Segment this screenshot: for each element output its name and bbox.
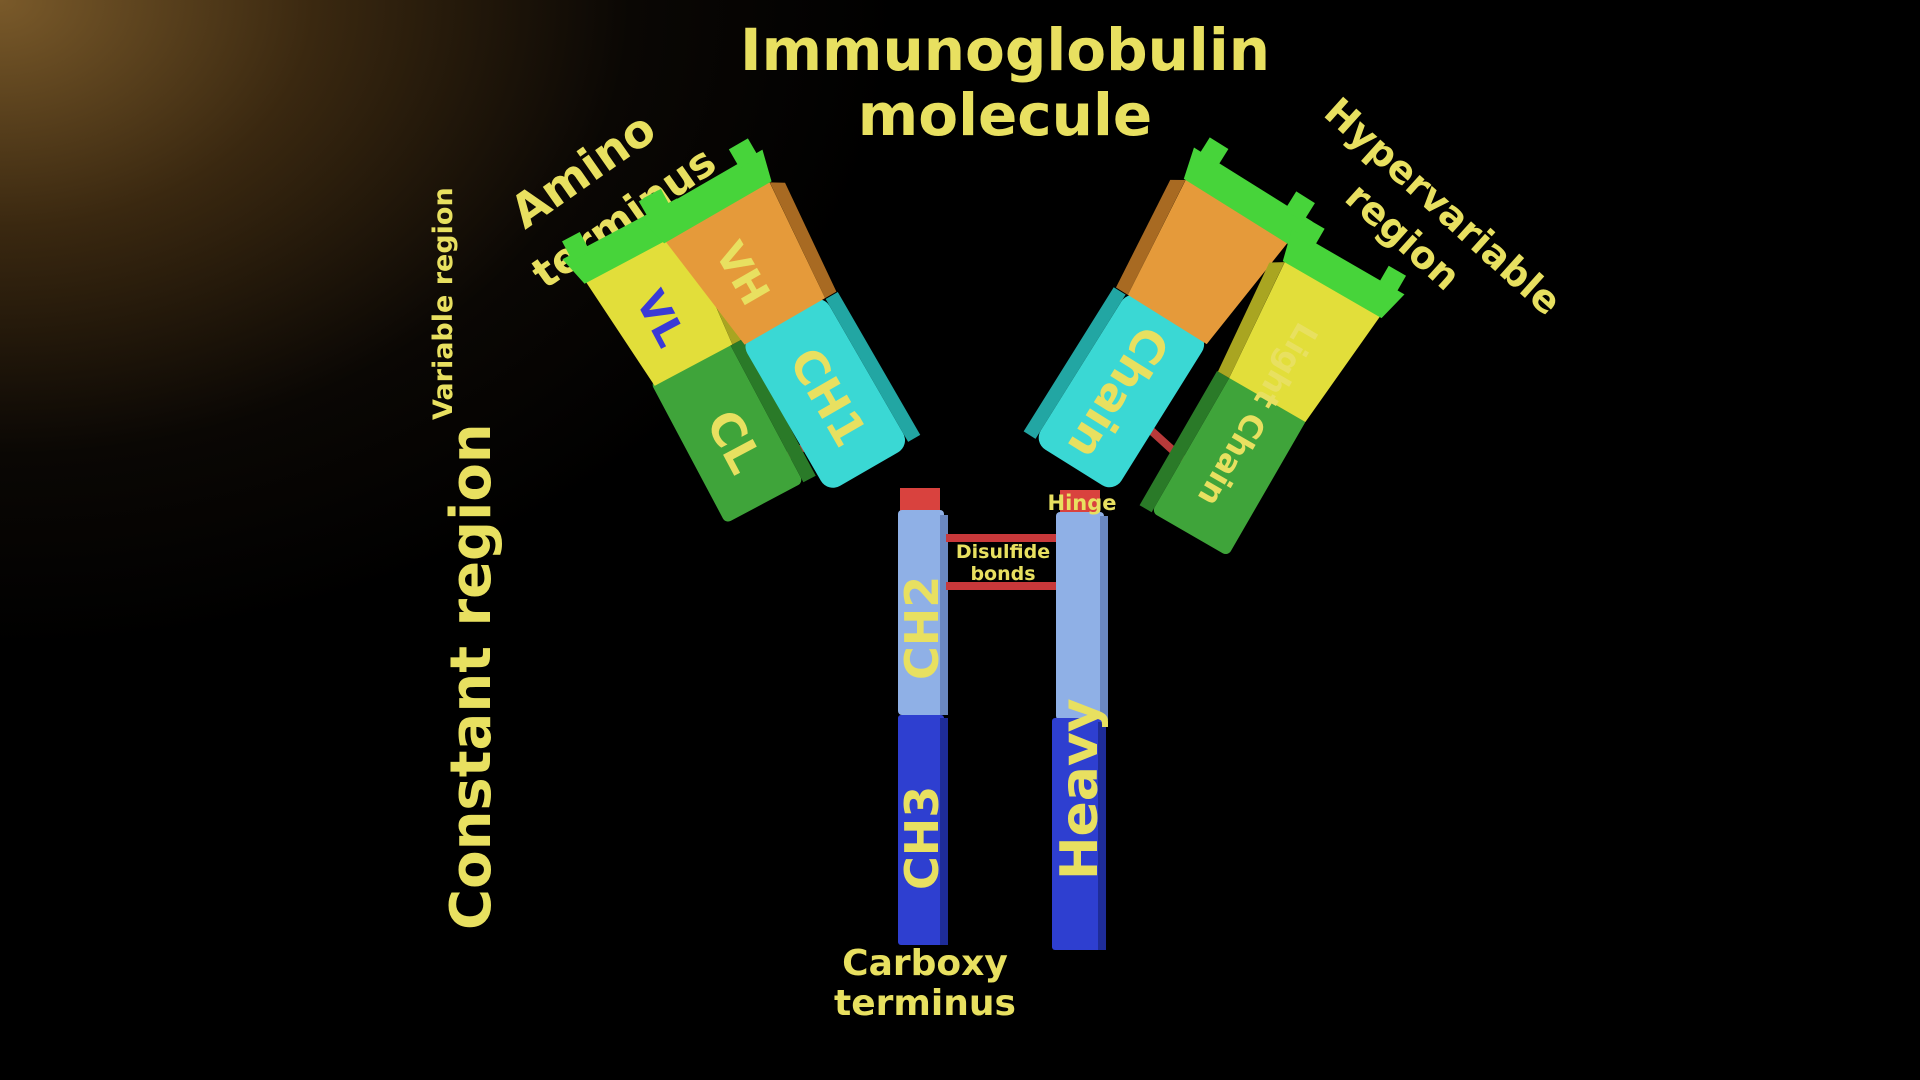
disulfide-label-1: Disulfide	[956, 541, 1050, 563]
ch3-domain	[898, 715, 944, 945]
hypervariable-tip-vh-right	[1183, 147, 1313, 245]
disulfide-bond-1	[946, 534, 1056, 542]
vh-domain	[664, 180, 826, 345]
hinge-right	[1060, 490, 1100, 514]
ch1-domain-right	[1038, 294, 1205, 488]
carboxy-terminus-label-2: terminus	[834, 983, 1016, 1024]
variable-region-label: Variable region	[428, 187, 459, 420]
heavy-ch2-domain	[1056, 512, 1104, 720]
hypervariable-tip-vl-right	[1282, 229, 1405, 319]
title-line-1: Immunoglobulin	[740, 16, 1270, 84]
ch3-label: CH3	[895, 786, 949, 890]
hypervariable-tip-vh	[641, 149, 772, 244]
disulfide-label-2: bonds	[970, 563, 1035, 585]
cl-domain	[652, 343, 802, 522]
ch2-domain	[898, 510, 944, 715]
hinge-label: Hinge	[1048, 491, 1117, 515]
disulfide-bond-2	[946, 582, 1056, 590]
cl-domain-right	[1153, 375, 1306, 555]
constant-region-label: Constant region	[439, 423, 504, 930]
ch1-domain	[745, 298, 906, 488]
carboxy-terminus-label-1: Carboxy	[842, 943, 1008, 984]
heavy-label: Heavy	[1050, 698, 1110, 880]
vl-domain-right	[1229, 260, 1381, 422]
heavy-ch3-domain	[1052, 718, 1102, 950]
hinge-left	[900, 488, 940, 512]
ch2-label: CH2	[895, 576, 949, 680]
title-line-2: molecule	[858, 81, 1152, 149]
vh-domain-right	[1127, 178, 1289, 345]
right-heavy-arm: Chain	[1023, 137, 1315, 488]
